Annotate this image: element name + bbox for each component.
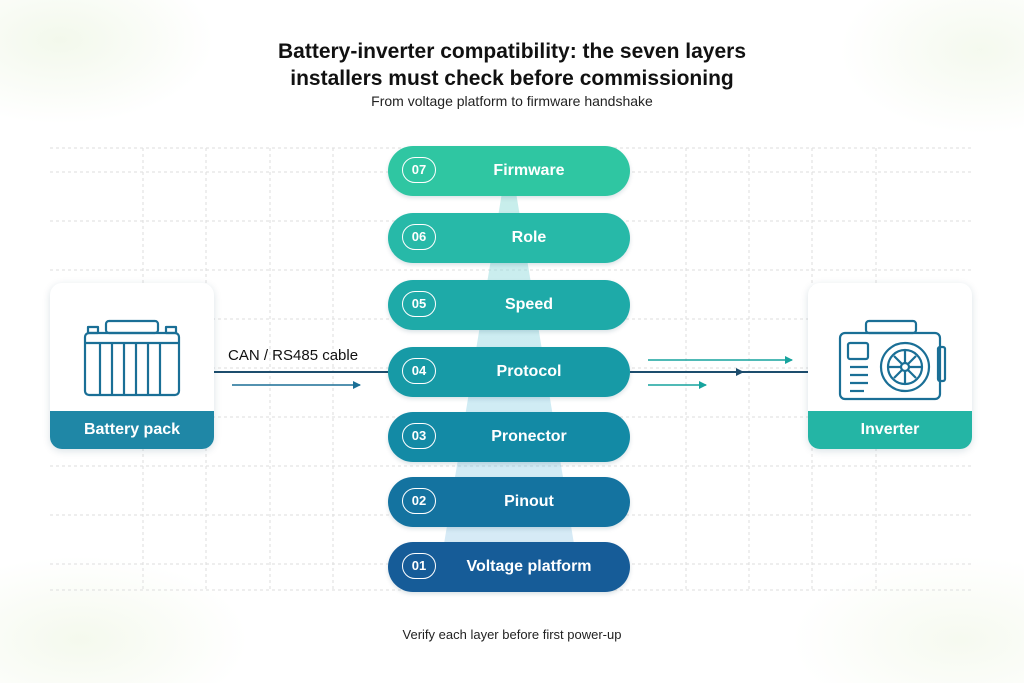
diagram-footer: Verify each layer before first power-up	[402, 627, 622, 642]
inverter-icon-area	[808, 283, 972, 411]
layer-label: Firmware	[493, 162, 565, 179]
title-line-1: Battery-inverter compatibility: the seve…	[277, 40, 746, 63]
layer-02: 02 Pinout	[388, 477, 630, 527]
layer-label: Pronector	[491, 428, 567, 445]
layer-label: Voltage platform	[466, 558, 592, 575]
arrow-head-mid	[736, 368, 744, 376]
layer-number: 04	[402, 358, 436, 384]
layer-number: 07	[402, 157, 436, 183]
layer-01: 01 Voltage platform	[388, 542, 630, 592]
layer-label: Protocol	[496, 363, 562, 380]
layer-label: Pinout	[504, 493, 554, 510]
cable-label: CAN / RS485 cable	[228, 347, 359, 364]
layer-number: 02	[402, 488, 436, 514]
layer-label: Speed	[504, 296, 553, 313]
battery-icon	[83, 319, 181, 397]
diagram-subtitle: From voltage platform to firmware handsh…	[371, 93, 653, 109]
layer-04: 04 Protocol	[388, 347, 630, 397]
battery-pack-label: Battery pack	[50, 411, 214, 449]
layer-number: 03	[402, 423, 436, 449]
layer-number: 06	[402, 224, 436, 250]
layer-03: 03 Pronector	[388, 412, 630, 462]
inverter-label: Inverter	[808, 411, 972, 449]
battery-icon-area	[50, 283, 214, 411]
layer-number: 05	[402, 291, 436, 317]
layer-label: Role	[511, 229, 547, 246]
battery-card: Battery pack	[50, 283, 214, 449]
layer-number: 01	[402, 553, 436, 579]
title-line-2: installers must check before commissioni…	[290, 67, 734, 90]
inverter-card: Inverter	[808, 283, 972, 449]
diagram-title: Battery-inverter compatibility: the seve…	[0, 38, 1024, 92]
inverter-icon	[838, 319, 947, 401]
layer-06: 06 Role	[388, 213, 630, 263]
layer-07: 07 Firmware	[388, 146, 630, 196]
layer-05: 05 Speed	[388, 280, 630, 330]
